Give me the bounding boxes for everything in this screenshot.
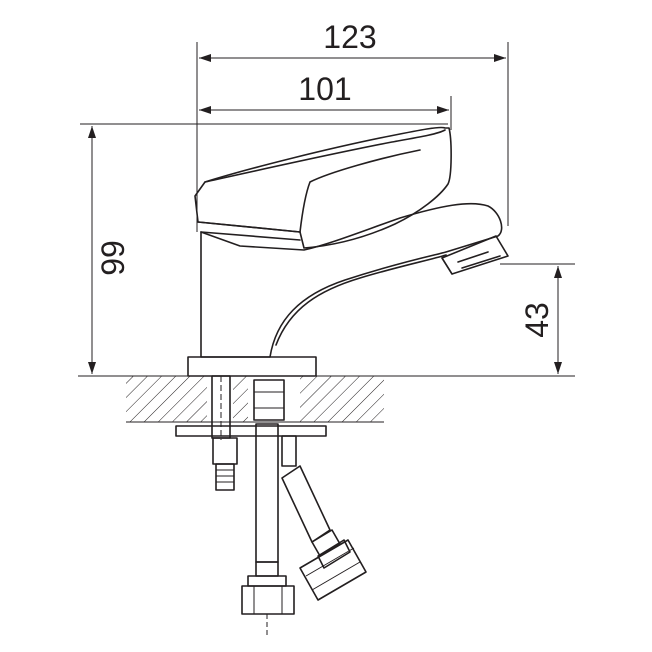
dimension-label-height: 99	[95, 240, 131, 276]
faucet-body	[187, 126, 509, 377]
dimension-label-total-length: 123	[323, 19, 376, 55]
dimension-lines	[80, 42, 575, 374]
handle-lever	[194, 126, 452, 249]
braided-hoses	[241, 423, 367, 636]
mounting-hardware	[175, 375, 327, 491]
countertop-section	[78, 374, 575, 424]
aerator	[441, 235, 509, 275]
dimension-label-lever-length: 101	[298, 71, 351, 107]
dimension-label-spout-height: 43	[519, 302, 555, 338]
